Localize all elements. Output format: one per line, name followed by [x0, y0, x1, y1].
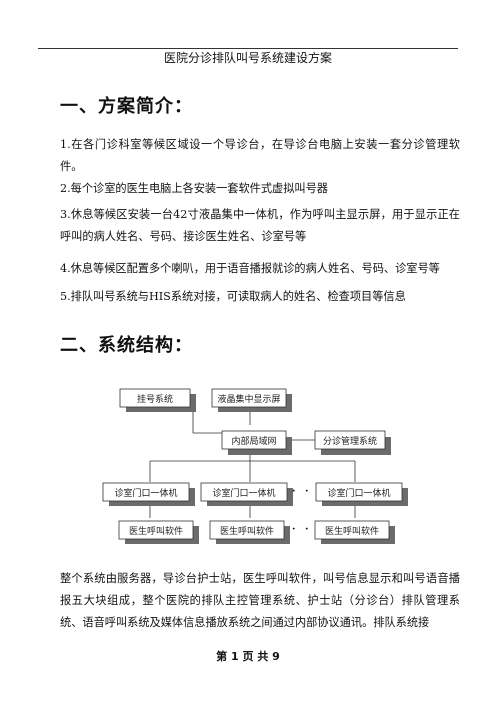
intro-item-3: 3.休息等候区安装一台42寸液晶集中一体机，作为呼叫主显示屏，用于显示正在呼叫的… — [60, 208, 460, 243]
intro-item-2: 2.每个诊室的医生电脑上各安装一套软件式虚拟叫号器 — [60, 182, 328, 195]
registration-label: 挂号系统 — [137, 393, 173, 405]
door-terminal-label-3: 诊室门口一体机 — [327, 487, 390, 499]
door-terminal-box-2: 诊室门口一体机 — [200, 482, 293, 506]
ellipsis-dots-calls: · · — [292, 524, 312, 535]
doctor-call-label-1: 医生呼叫软件 — [129, 525, 183, 537]
triage-system-label: 分诊管理系统 — [323, 435, 377, 447]
door-terminal-box-1: 诊室门口一体机 — [102, 482, 195, 506]
doctor-call-box-1: 医生呼叫软件 — [118, 520, 199, 544]
section-heading-structure: 二、系统结构： — [60, 335, 193, 356]
registration-box: 挂号系统 — [119, 388, 196, 412]
intro-item-5: 5.排队叫号系统与HIS系统对接，可读取病人的姓名、检查项目等信息 — [60, 290, 406, 303]
door-terminal-box-3: 诊室门口一体机 — [315, 482, 408, 506]
door-terminal-label-2: 诊室门口一体机 — [212, 487, 275, 499]
doctor-call-label-3: 医生呼叫软件 — [325, 525, 379, 537]
header-rule — [38, 48, 458, 49]
lcd-display-box: 液晶集中显示屏 — [211, 388, 292, 412]
intro-item-4: 4.休息等候区配置多个喇叭，用于语音播报就诊的病人姓名、号码、诊室号等 — [60, 262, 440, 275]
lcd-display-label: 液晶集中显示屏 — [217, 393, 280, 405]
lan-box: 内部局域网 — [221, 430, 292, 455]
structure-body-text: 整个系统由服务器，导诊台护士站，医生呼叫软件，叫号信息显示和叫号语音播报五大块组… — [60, 572, 460, 629]
door-terminal-label-1: 诊室门口一体机 — [114, 487, 177, 499]
ellipsis-dots-doors: · · — [292, 486, 312, 497]
page-footer: 第 1 页 共 9 — [216, 650, 280, 663]
doctor-call-box-3: 医生呼叫软件 — [314, 520, 395, 544]
section-heading-intro: 一、方案简介： — [60, 96, 193, 117]
intro-item-1: 1.在各门诊科室等候区域设一个导诊台，在导诊台电脑上安装一套分诊管理软件。 — [60, 138, 460, 173]
page-header-title: 医院分诊排队叫号系统建设方案 — [163, 51, 332, 65]
doctor-call-box-2: 医生呼叫软件 — [209, 520, 290, 544]
triage-system-box: 分诊管理系统 — [314, 430, 391, 455]
doctor-call-label-2: 医生呼叫软件 — [220, 525, 274, 537]
lan-label: 内部局域网 — [231, 435, 276, 447]
